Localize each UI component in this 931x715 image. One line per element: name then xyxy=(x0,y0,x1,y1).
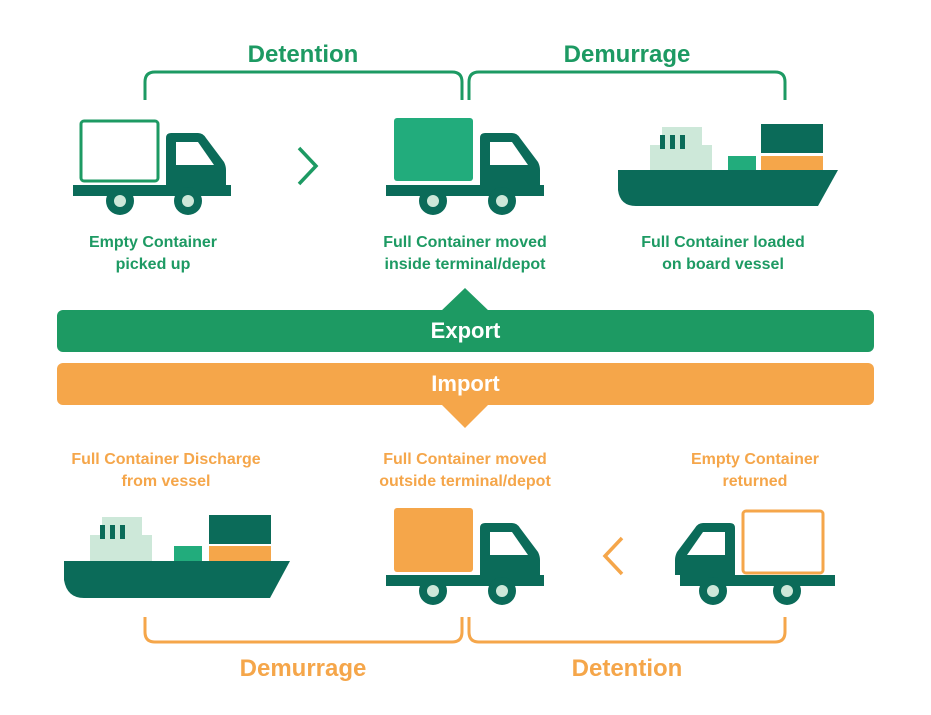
caption-line: Full Container loaded xyxy=(641,234,805,251)
import-pointer xyxy=(440,403,490,428)
import-band-bg xyxy=(57,363,874,405)
chevron-right-icon xyxy=(297,146,319,186)
truck-empty-container-icon xyxy=(73,119,231,215)
caption-line: Empty Container xyxy=(690,451,819,468)
truck-full-container-icon xyxy=(386,508,544,605)
export-band: Export xyxy=(430,318,501,343)
caption-line: on board vessel xyxy=(662,256,784,273)
export-detention-bracket xyxy=(143,70,464,100)
import-step-3-caption: Empty Container returned xyxy=(635,449,875,493)
import-demurrage-bracket xyxy=(143,617,464,644)
export-step-1-caption: Empty Container picked up xyxy=(33,232,273,276)
caption-line: Empty Container xyxy=(88,234,217,251)
export-step-2-caption: Full Container moved inside terminal/dep… xyxy=(345,232,585,276)
import-detention-bracket xyxy=(467,617,787,644)
export-detention-label: Detention xyxy=(247,41,359,68)
cargo-ship-icon xyxy=(64,515,290,598)
caption-line: picked up xyxy=(115,256,191,273)
caption-line: inside terminal/depot xyxy=(384,256,546,273)
export-band-bg xyxy=(57,310,874,352)
export-pointer xyxy=(440,288,490,312)
caption-line: returned xyxy=(722,473,788,490)
import-step-1-caption: Full Container Discharge from vessel xyxy=(46,449,286,493)
caption-line: outside terminal/depot xyxy=(379,473,551,490)
import-detention-label: Detention xyxy=(571,655,683,682)
truck-empty-container-icon xyxy=(675,509,835,605)
chevron-left-icon xyxy=(602,536,624,576)
import-step-2-caption: Full Container moved outside terminal/de… xyxy=(345,449,585,493)
caption-line: Full Container moved xyxy=(383,234,547,251)
caption-line: Full Container Discharge xyxy=(71,451,261,468)
cargo-ship-icon xyxy=(618,124,838,206)
caption-line: from vessel xyxy=(121,473,211,490)
import-demurrage-label: Demurrage xyxy=(239,655,367,682)
export-demurrage-bracket xyxy=(467,70,787,100)
truck-full-container-icon xyxy=(386,118,544,215)
export-demurrage-label: Demurrage xyxy=(563,41,691,68)
import-band: Import xyxy=(431,371,500,396)
caption-line: Full Container moved xyxy=(383,451,547,468)
export-step-3-caption: Full Container loaded on board vessel xyxy=(603,232,843,276)
